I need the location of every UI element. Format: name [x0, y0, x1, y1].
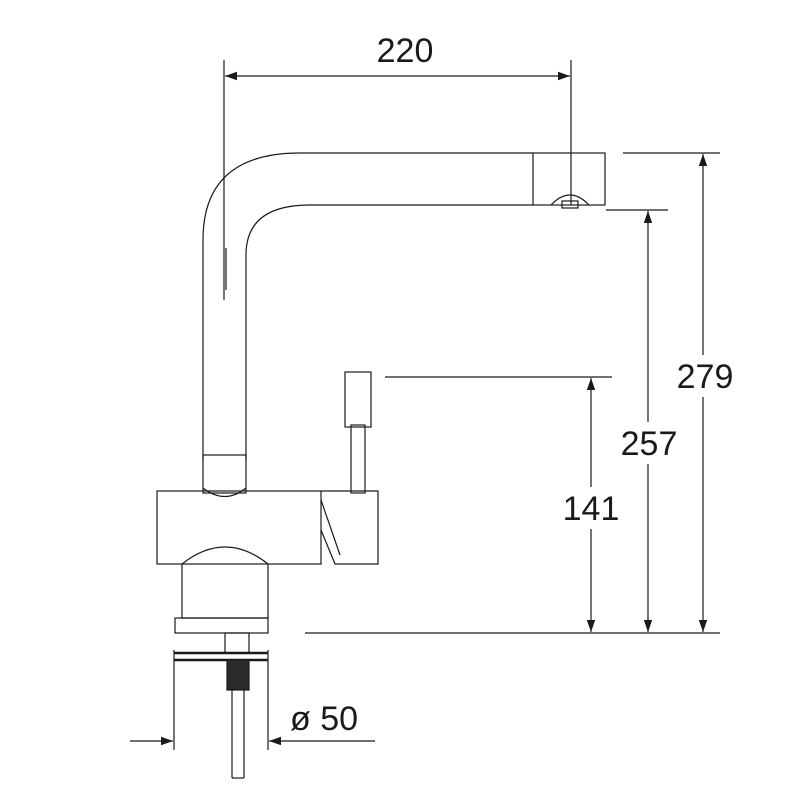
dimension-label-141: 141	[563, 490, 620, 528]
mounting-stud	[174, 632, 268, 779]
lever-housing	[320, 490, 379, 565]
collar-curve	[202, 487, 247, 498]
lever-stem	[350, 424, 366, 494]
body-lower-curve	[181, 546, 269, 565]
aerator-nozzle	[561, 200, 579, 209]
main-body	[156, 490, 322, 565]
dimension-label-279: 279	[677, 358, 734, 396]
spout-head	[532, 152, 606, 206]
dimension-220: 220	[223, 32, 572, 300]
base-flange	[174, 617, 269, 634]
aerator-outlet	[550, 194, 590, 206]
dimension-257: 257	[606, 211, 694, 632]
dimension-label-diameter: ø 50	[290, 700, 358, 738]
column-collar	[202, 454, 247, 494]
lever-housing-inner	[320, 499, 341, 556]
dimension-label-257: 257	[621, 425, 678, 463]
dimension-label-220: 220	[377, 32, 434, 70]
dimension-279: 279	[662, 154, 752, 632]
lever-knob	[344, 371, 372, 428]
threaded-rod	[226, 659, 250, 691]
spout-inner-edge	[245, 204, 533, 460]
faucet-outline	[156, 152, 606, 634]
spout-outer-edge	[202, 152, 533, 460]
base-neck	[181, 564, 269, 619]
dimension-diameter-50: ø 50	[130, 650, 375, 750]
dimension-141: 141	[553, 378, 631, 632]
